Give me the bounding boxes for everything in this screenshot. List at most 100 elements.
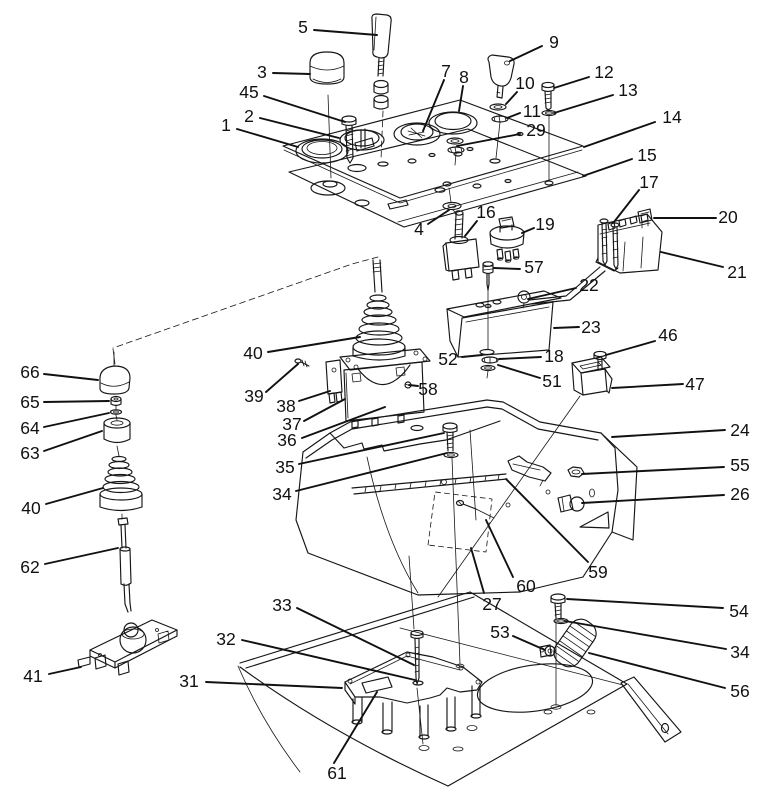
callout-label-24: 24 (730, 420, 750, 440)
callout-label-13: 13 (618, 80, 637, 100)
callout-label-53: 53 (490, 622, 509, 642)
callout-label-62: 62 (20, 557, 39, 577)
callout-label-20: 20 (718, 207, 738, 227)
callout-leader-3 (272, 72, 311, 75)
washer-stack-29 (446, 137, 465, 166)
callout-label-27: 27 (482, 594, 501, 614)
callout-leader-23 (553, 326, 580, 329)
support-leg (620, 676, 682, 743)
toggle-switch (442, 210, 480, 281)
ignition-switch (489, 216, 525, 263)
callout-leader-66 (43, 373, 99, 381)
callout-leader-1 (236, 128, 299, 148)
panel-gasket-plate (288, 128, 587, 228)
callout-label-14: 14 (662, 107, 682, 127)
side-bracket-38 (325, 359, 343, 404)
callout-label-46: 46 (658, 325, 677, 345)
control-shaft-62 (117, 517, 139, 638)
callout-leader-58 (408, 384, 419, 387)
callout-leader-27 (470, 547, 485, 594)
callout-label-32: 32 (216, 629, 235, 649)
callout-label-40: 40 (21, 498, 41, 518)
callout-label-17: 17 (639, 172, 658, 192)
callout-label-23: 23 (581, 317, 600, 337)
callout-leader-39 (265, 363, 299, 393)
callout-leader-9 (509, 45, 543, 62)
callout-label-9: 9 (549, 32, 559, 52)
wire-harness (528, 266, 606, 305)
callout-leader-12 (553, 76, 590, 89)
callout-label-26: 26 (730, 484, 749, 504)
callout-label-63: 63 (20, 443, 39, 463)
control-lever (371, 13, 392, 161)
callout-leader-17 (613, 189, 640, 223)
callout-leader-41 (48, 666, 82, 675)
callout-leader-34 (564, 620, 727, 650)
callout-leader-2 (259, 117, 340, 139)
callout-leader-19 (521, 227, 535, 234)
callout-label-45: 45 (239, 82, 258, 102)
callout-label-55: 55 (730, 455, 749, 475)
callout-leader-15 (582, 158, 633, 177)
callout-label-54: 54 (729, 601, 749, 621)
control-panel-plate (282, 99, 584, 204)
callout-leader-46 (605, 340, 656, 356)
callout-label-34: 34 (730, 642, 750, 662)
callout-label-21: 21 (727, 262, 746, 282)
callout-leader-8 (458, 85, 464, 112)
callout-leader-10 (505, 91, 518, 105)
callout-label-7: 7 (441, 61, 451, 81)
warning-decal-60 (427, 491, 493, 553)
callout-leader-57 (493, 267, 521, 270)
callout-label-18: 18 (544, 346, 563, 366)
callout-label-16: 16 (476, 202, 495, 222)
callout-label-66: 66 (20, 362, 39, 382)
ignition-key (487, 54, 515, 99)
callout-leader-64 (43, 412, 110, 428)
callout-label-5: 5 (298, 17, 308, 37)
shoulder-bolt-26 (545, 489, 585, 513)
callout-label-19: 19 (535, 214, 554, 234)
callout-leader-26 (581, 494, 725, 504)
callout-label-37: 37 (282, 414, 301, 434)
callout-label-11: 11 (523, 101, 541, 121)
callout-label-4: 4 (414, 219, 424, 239)
callout-label-47: 47 (685, 374, 704, 394)
callout-leader-4 (427, 209, 450, 225)
callout-leader-34 (295, 452, 448, 492)
callout-label-64: 64 (20, 418, 40, 438)
callout-label-22: 22 (579, 275, 598, 295)
gauge-mount-bolt (341, 115, 375, 164)
p-clamp-53 (539, 644, 556, 658)
hex-bolt-12 (541, 81, 555, 111)
key-switch-washers (489, 103, 509, 159)
callout-label-51: 51 (542, 371, 561, 391)
callout-label-15: 15 (637, 145, 656, 165)
callout-leader-36 (301, 406, 386, 439)
callout-leader-63 (43, 430, 103, 452)
joystick-knob-66 (99, 351, 131, 395)
callout-label-12: 12 (594, 62, 613, 82)
panel-knob (309, 51, 345, 179)
jam-nut-65 (110, 395, 122, 407)
callout-leader-13 (553, 94, 614, 114)
callout-leader-32 (241, 639, 416, 681)
callout-label-34: 34 (272, 484, 292, 504)
spacer-63 (103, 417, 131, 457)
callout-leader-7 (422, 79, 445, 132)
callout-leader-45 (263, 95, 346, 123)
callout-label-10: 10 (515, 73, 535, 93)
callout-label-38: 38 (276, 396, 295, 416)
callout-label-58: 58 (418, 379, 437, 399)
seat-base-panel (237, 591, 628, 787)
callout-leader-51 (497, 364, 541, 379)
callout-leader-59 (505, 478, 589, 563)
clamp-22 (517, 290, 531, 309)
callout-leader-29 (456, 133, 521, 147)
pivot-plate-41 (77, 619, 178, 676)
callout-label-59: 59 (588, 562, 607, 582)
callout-leader-61 (333, 691, 378, 764)
callout-label-1: 1 (221, 115, 231, 135)
carriage-bolt-35 (442, 422, 465, 669)
